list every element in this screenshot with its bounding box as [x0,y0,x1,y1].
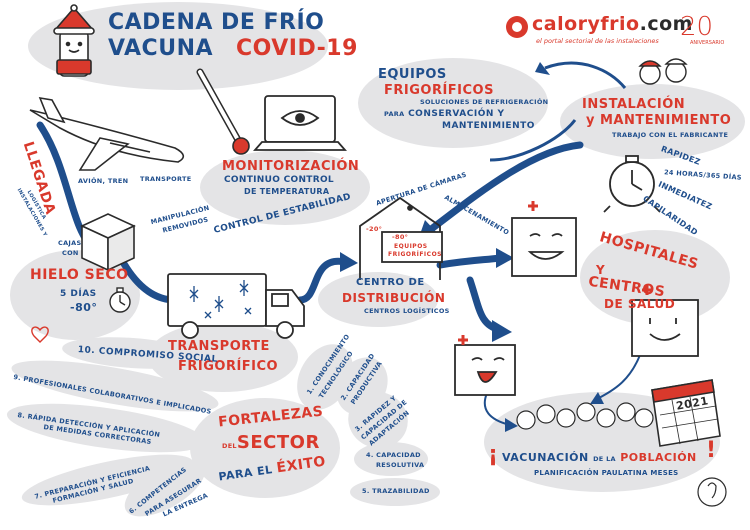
arrowhead-8 [590,392,604,404]
calendar-2021-icon [651,379,721,447]
vacunacion-title: VACUNACIÓN DE LA POBLACIÓN [502,452,697,463]
arrowhead-2 [340,252,358,272]
hielo-dias: 5 DÍAS [60,289,97,299]
anniversary-number: 20 [680,12,714,42]
monitorizacion-sub2: DE TEMPERATURA [244,187,330,196]
equipos-blob [358,58,548,148]
monitorizacion-title: MONITORIZACIÓN [222,159,360,174]
arrowhead-3 [496,248,514,268]
equipos-sub3: MANTENIMIENTO [442,121,535,131]
item-5: 5. TRAZABILIDAD [362,487,430,495]
centro-l3: CENTROS LOGÍSTICOS [364,307,450,315]
vacunacion-excl1: ¡ [488,442,499,467]
equipos-sub2-a: PARA [384,110,405,118]
technicians-icon [638,58,688,85]
llegada-sub1: AVIÓN, TREN [78,177,129,185]
centro-box2: FRIGORÍFICOS [388,251,442,258]
monitorizacion-sub1: CONTINUO CONTROL [224,175,334,185]
hielo-cajas1: CAJAS [58,239,82,247]
equipos-sub2: PARA CONSERVACIÓN Y [384,110,505,119]
centro-l1: CENTRO DE [356,277,425,288]
item-4b: RESOLUTIVA [376,461,425,469]
fortalezas-l2: DELSECTOR [222,434,320,452]
title-line2: VACUNA [108,36,214,61]
arrow-instal-down [489,119,577,162]
instalacion-title2: y MANTENIMIENTO [586,113,732,128]
arrow-transporte-centro [296,257,349,304]
vacunacion-title-a: VACUNACIÓN [502,451,589,464]
stopwatch-big-icon [603,155,661,213]
petal-5 [350,478,440,506]
fortalezas-l2-a: DEL [222,442,237,450]
stopwatch-small-icon [109,287,131,313]
monitorizacion-blob [200,150,370,225]
hospital-face-2-icon [631,285,699,357]
title-line1: CADENA DE FRÍO [108,10,325,35]
centro-temp2: -80° [392,233,409,241]
hielo-cajas2: CON [62,249,79,257]
hospital-face-3-icon [454,335,516,396]
equipos-title2: FRIGORÍFICOS [384,83,494,98]
instalacion-blob [560,84,745,159]
airplane-icon [29,96,185,171]
item-4a: 4. CAPACIDAD [366,451,421,459]
arrow-instal-centro [426,141,584,234]
equipos-sub1: SOLUCIONES DE REFRIGERACIÓN [420,98,549,106]
instalacion-sub: TRABAJO CON EL FABRICANTE [612,131,729,139]
vacunacion-sub: PLANIFICACIÓN PAULATINA MESES [534,469,679,477]
logo-brand-a: caloryfrio [532,13,640,35]
hospitales-l4: DE SALUD [604,297,676,311]
llegada-sub2: TRANSPORTE [140,175,192,183]
instalacion-title1: INSTALACIÓN [582,97,686,112]
thermometer-icon [196,68,250,155]
vaccine-vial-icon [53,4,95,77]
centro-box1: EQUIPOS [394,243,428,250]
anniversary-label: ANIVERSARIO [690,40,725,46]
transporte-line1: TRANSPORTE [168,339,270,354]
logo-brand-b: .com [639,13,693,35]
transporte-line2: FRIGORÍFICO [178,359,279,374]
arrow-centro-hospital1 [436,254,504,269]
hielo-title: HIELO SECO [30,267,129,283]
logo-brand[interactable]: caloryfrio.com [532,15,693,34]
logo-tagline: el portal sectorial de las instalaciones [536,37,659,45]
hospital-face-1-icon [511,201,577,277]
fortalezas-blob [190,398,340,498]
arrow-hosp-vac [594,354,641,401]
vacunacion-title-b: DE LA [593,455,616,463]
arrow-equipos-instal [544,61,627,89]
arrowhead-7 [505,418,518,432]
arrowhead-6 [535,62,550,75]
heart-icon [31,326,49,343]
equipos-sub2-b: CONSERVACIÓN Y [408,109,505,119]
arrowhead-4 [492,320,512,342]
petal-4 [354,442,428,476]
centro-temp1: -20° [366,225,383,233]
laptop-eye-icon [253,95,347,151]
author-stamp-icon [697,477,727,507]
hielo-temp: -80° [70,301,98,314]
dry-ice-box-icon [80,213,136,272]
equipos-title1: EQUIPOS [378,67,447,82]
vacunacion-title-c: POBLACIÓN [620,451,697,464]
vacunacion-excl2: ! [706,438,717,463]
fortalezas-l2-b: SECTOR [236,432,320,453]
logo-inner-dot [512,22,522,32]
centro-l2: DISTRIBUCIÓN [342,291,446,305]
hospitales-l2: Y [596,263,606,277]
population-crowd-icon [516,402,654,430]
centro-blob [318,272,438,327]
refrigerated-truck-icon [167,273,305,339]
title-covid: COVID-19 [236,36,358,61]
distribution-house-icon [359,196,443,280]
